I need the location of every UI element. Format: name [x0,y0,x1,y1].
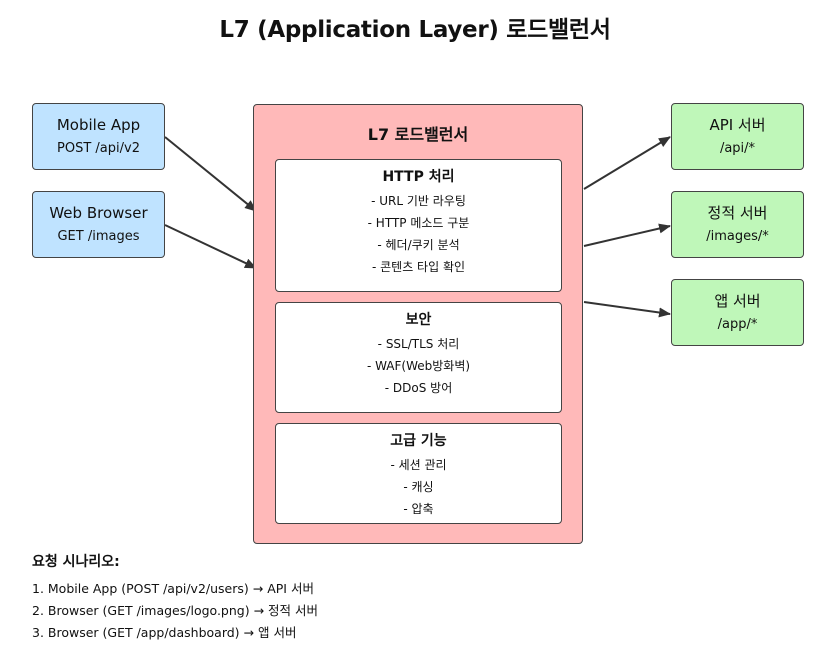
section-security: 보안 - SSL/TLS 처리 - WAF(Web방화벽) - DDoS 방어 [275,302,562,413]
arrow-lb-to-static [583,223,671,247]
arrow-browser-to-lb [164,224,257,269]
load-balancer-box: L7 로드밸런서 HTTP 처리 - URL 기반 라우팅 - HTTP 메소드… [253,104,583,544]
client-web-browser: Web Browser GET /images [32,191,165,258]
section-http-processing: HTTP 처리 - URL 기반 라우팅 - HTTP 메소드 구분 - 헤더/… [275,159,562,292]
client-mobile-app: Mobile App POST /api/v2 [32,103,165,170]
server-label: 정적 서버 [707,204,768,222]
section-item: - 세션 관리 [390,458,447,472]
section-item: - DDoS 방어 [384,381,453,395]
server-api: API 서버 /api/* [671,103,804,170]
arrow-lb-to-app [583,301,671,318]
server-static: 정적 서버 /images/* [671,191,804,258]
section-item: - 캐싱 [403,480,434,494]
server-path: /app/* [717,317,758,332]
arrow-mobile-to-lb [164,136,257,212]
scenario-title: 요청 시나리오: [32,554,120,570]
server-path: /images/* [706,229,769,244]
section-item: - WAF(Web방화벽) [366,359,471,373]
section-item: - 콘텐츠 타입 확인 [371,260,466,274]
client-request: GET /images [57,229,140,244]
server-label: 앱 서버 [714,292,761,310]
section-title: HTTP 처리 [382,169,455,185]
load-balancer-title: L7 로드밸런서 [367,125,469,144]
section-title: 보안 [405,312,432,328]
scenario-item: 3. Browser (GET /app/dashboard) → 앱 서버 [32,625,297,640]
client-label: Web Browser [49,204,148,222]
server-label: API 서버 [709,116,766,134]
arrow-lb-to-api [583,136,671,190]
section-item: - 압축 [403,502,434,516]
section-item: - 헤더/쿠키 분석 [377,238,460,252]
scenario-item: 1. Mobile App (POST /api/v2/users) → API… [32,581,314,596]
server-app: 앱 서버 /app/* [671,279,804,346]
client-label: Mobile App [56,116,141,134]
request-scenarios: 요청 시나리오: 1. Mobile App (POST /api/v2/use… [32,552,318,644]
section-advanced-features: 고급 기능 - 세션 관리 - 캐싱 - 압축 [275,423,562,524]
section-item: - SSL/TLS 처리 [377,337,460,351]
section-title: 고급 기능 [390,433,447,449]
section-item: - HTTP 메소드 구분 [367,216,470,230]
diagram-title: L7 (Application Layer) 로드밸런서 [219,17,611,43]
client-request: POST /api/v2 [57,141,140,156]
server-path: /api/* [719,141,756,156]
section-item: - URL 기반 라우팅 [371,194,466,208]
scenario-item: 2. Browser (GET /images/logo.png) → 정적 서… [32,603,318,618]
